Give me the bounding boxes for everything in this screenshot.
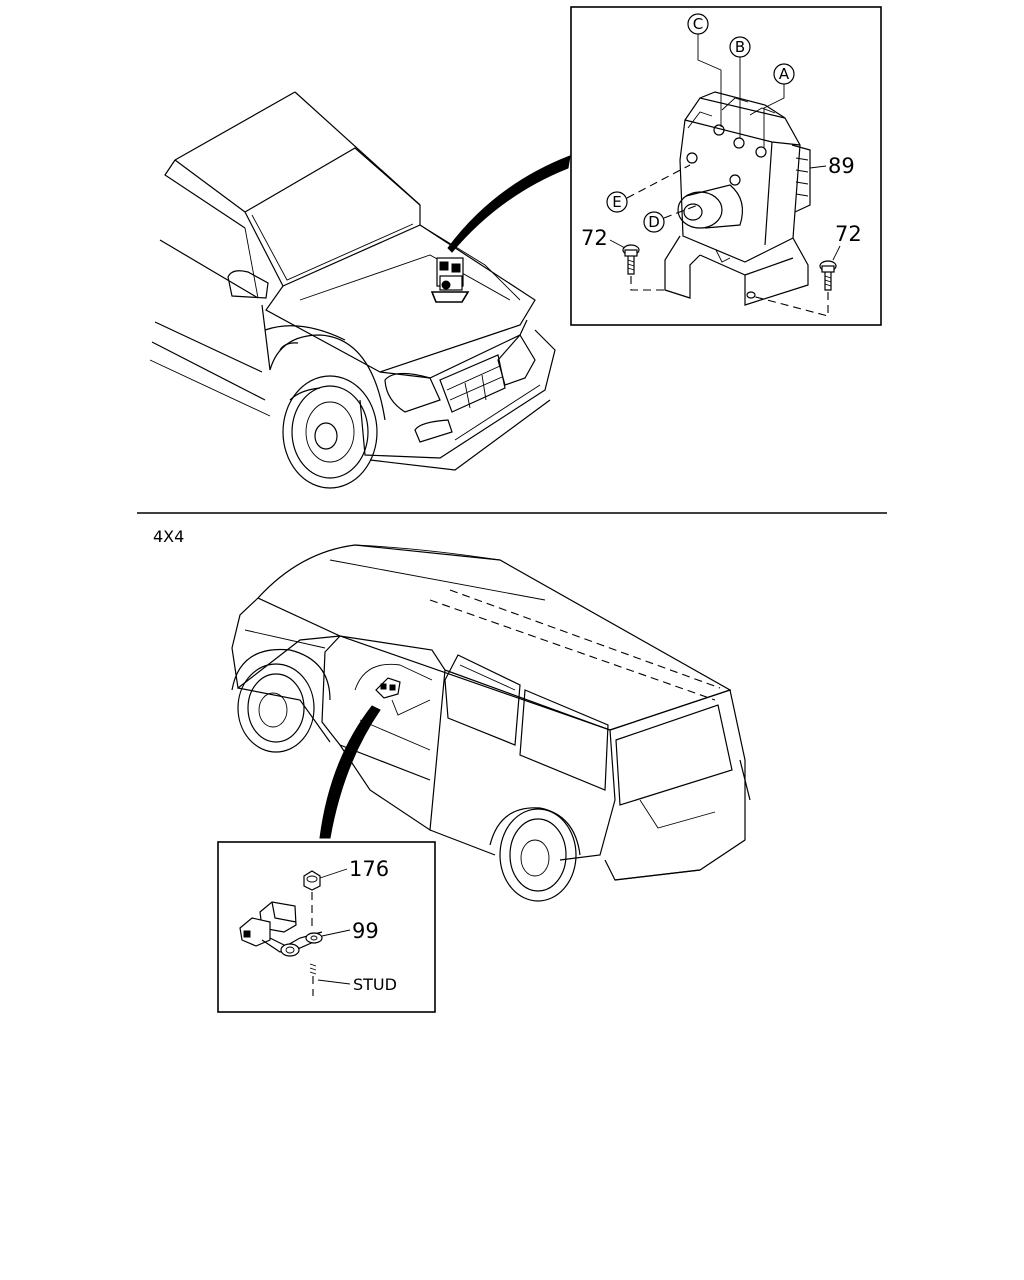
abs-unit-location-icon: [430, 257, 470, 303]
svg-text:B: B: [735, 38, 745, 56]
callout-d: D: [643, 211, 665, 233]
part-label-stud: STUD: [353, 975, 397, 994]
callout-a: A: [773, 63, 795, 85]
bolt-right: [751, 260, 837, 317]
stud-icon: [309, 963, 317, 996]
sensor-location-icon: [375, 677, 401, 699]
rear-vehicle-illustration: [231, 544, 751, 902]
svg-text:D: D: [648, 213, 660, 231]
svg-text:A: A: [779, 65, 790, 83]
part-label-72-right: 72: [835, 222, 862, 246]
g-sensor-icon: [239, 901, 323, 957]
section-heading: 4X4: [153, 527, 184, 546]
callout-b: B: [729, 36, 751, 58]
svg-text:C: C: [693, 15, 703, 33]
bolt-left: [622, 244, 665, 291]
nut-icon: [303, 870, 321, 891]
part-label-176: 176: [349, 857, 389, 881]
bottom-inset-panel: 176 99 STUD: [217, 841, 436, 1013]
part-label-89: 89: [828, 154, 855, 178]
part-label-99: 99: [352, 919, 379, 943]
top-inset-panel: C B A E D 89 72: [570, 6, 882, 326]
callout-c: C: [687, 13, 709, 35]
callout-e: E: [606, 191, 628, 213]
abs-modulator-unit: [664, 91, 811, 306]
front-vehicle-illustration: [149, 91, 571, 489]
part-label-72-left: 72: [581, 226, 608, 250]
svg-text:E: E: [612, 193, 621, 211]
washer-icon: [305, 932, 323, 944]
